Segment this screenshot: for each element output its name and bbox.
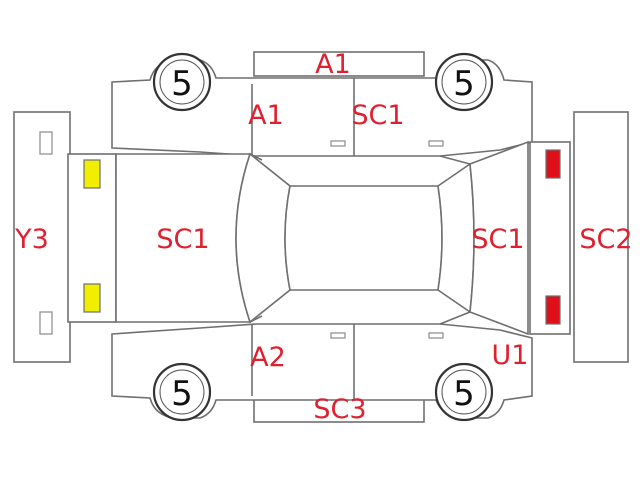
front-lamp-top (83, 159, 101, 189)
tire-rear-right-value: 5 (453, 374, 475, 414)
bottom-handle-rear (428, 332, 444, 339)
rear-lamp-bottom (545, 295, 561, 325)
tire-front-left: 5 (152, 52, 212, 112)
rear-window (437, 162, 475, 314)
bottom-handle-front (330, 332, 346, 339)
a-pillar-lines (249, 153, 263, 323)
tire-front-left-value: 5 (171, 64, 193, 104)
top-rocker-panel (253, 51, 425, 77)
tire-front-right: 5 (152, 362, 212, 422)
tire-front-right-value: 5 (171, 374, 193, 414)
label-rear-door-top: SC1 (351, 100, 404, 131)
tire-rear-right: 5 (434, 362, 494, 422)
front-bumper-tab-bottom (39, 311, 53, 335)
rear-bumper (573, 111, 629, 363)
label-front-door-bottom: A2 (250, 342, 286, 373)
top-handle-rear (428, 140, 444, 147)
label-trunk: SC1 (471, 224, 524, 255)
label-bottom-rocker: SC3 (313, 394, 366, 425)
label-rear-bumper: SC2 (579, 224, 632, 255)
c-pillar-lines (439, 155, 471, 325)
label-front-bumper: Y3 (14, 224, 49, 255)
label-front-door-top: A1 (248, 100, 284, 131)
tire-rear-left-value: 5 (453, 64, 475, 104)
label-rear-quarter-bottom: U1 (492, 340, 529, 371)
front-lamp-bottom (83, 283, 101, 313)
bottom-rocker-panel (253, 397, 425, 423)
windshield (235, 152, 291, 324)
label-roof-top: A1 (315, 49, 351, 80)
front-bumper-tab-top (39, 131, 53, 155)
top-handle-front (330, 140, 346, 147)
label-hood: SC1 (156, 224, 209, 255)
rear-lamp-top (545, 149, 561, 179)
roof-panel (284, 185, 443, 291)
tire-rear-left: 5 (434, 52, 494, 112)
